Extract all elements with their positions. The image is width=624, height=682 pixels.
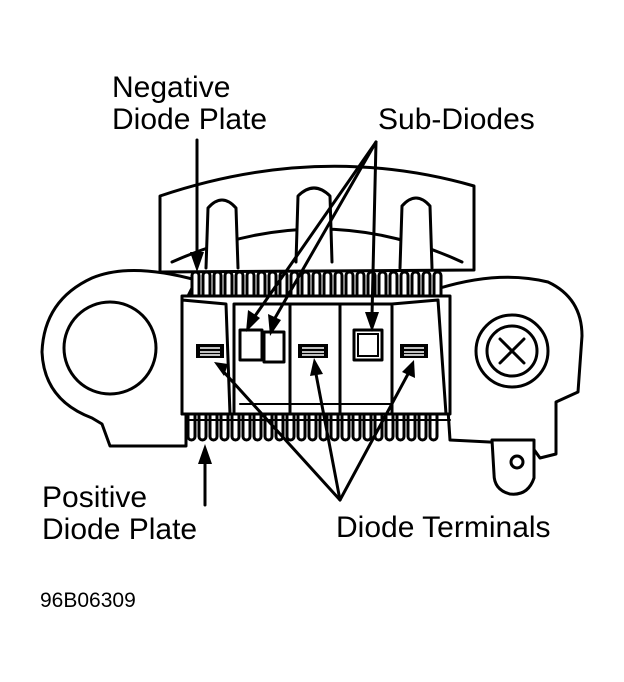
arrow-head bbox=[246, 310, 260, 332]
arrow-head bbox=[402, 360, 415, 378]
positive-plate-label-line1: Positive bbox=[42, 481, 148, 514]
diode-terminals bbox=[196, 344, 428, 358]
positive-plate-fins bbox=[186, 410, 439, 442]
rectifier-housing-back bbox=[158, 164, 476, 274]
sub-diodes bbox=[238, 328, 384, 364]
heat-sink-fin bbox=[428, 410, 439, 442]
heat-sink-fin bbox=[351, 410, 362, 442]
diode-terminals-label: Diode Terminals bbox=[336, 511, 551, 544]
sub-diode-leader bbox=[273, 140, 378, 320]
arrow-head bbox=[365, 312, 379, 332]
heat-sink-fin bbox=[252, 410, 263, 442]
terminal-leader bbox=[314, 372, 342, 502]
right-mounting-ear bbox=[438, 275, 584, 496]
heat-sink-fin bbox=[285, 410, 296, 442]
arrow-head bbox=[190, 252, 204, 272]
heat-sink-fin bbox=[395, 410, 406, 442]
heat-sink-fin bbox=[307, 410, 318, 442]
negative-plate-label: Negative Diode Plate bbox=[112, 72, 267, 136]
arrow-head bbox=[310, 358, 323, 376]
sub-diodes-label: Sub-Diodes bbox=[378, 103, 535, 136]
leader-lines bbox=[190, 138, 415, 507]
diode-terminal bbox=[400, 344, 428, 358]
sub-diode-leader bbox=[253, 140, 378, 318]
positive-plate-label-line2: Diode Plate bbox=[42, 513, 198, 546]
heat-sink-fin bbox=[296, 410, 307, 442]
diode-block bbox=[288, 302, 342, 416]
heat-sink-fin bbox=[186, 410, 197, 442]
arrow-head bbox=[268, 314, 281, 336]
terminal-leader bbox=[220, 368, 342, 502]
heat-sink-fin bbox=[417, 410, 428, 442]
positive-plate-label: Positive Diode Plate bbox=[42, 482, 197, 546]
diode-terminal bbox=[196, 344, 224, 358]
heat-sink-fin bbox=[406, 410, 417, 442]
mounting-hole bbox=[62, 300, 158, 396]
sub-diode bbox=[262, 330, 286, 364]
left-mounting-ear bbox=[40, 268, 198, 448]
figure-id: 96B06309 bbox=[40, 589, 136, 612]
heat-sink-fin bbox=[208, 410, 219, 442]
sub-diode bbox=[238, 328, 264, 362]
heat-sink-fin bbox=[329, 410, 340, 442]
heat-sink-fin bbox=[241, 410, 252, 442]
negative-plate-label-line2: Diode Plate bbox=[112, 103, 268, 136]
heat-sink-fin bbox=[362, 410, 373, 442]
heat-sink-fin bbox=[340, 410, 351, 442]
terminal-leader bbox=[338, 372, 410, 502]
heat-sink-fin bbox=[219, 410, 230, 442]
diode-terminal bbox=[298, 344, 328, 358]
heat-sink-fin bbox=[384, 410, 395, 442]
negative-plate-label-line1: Negative bbox=[112, 71, 231, 104]
heat-sink-fin bbox=[230, 410, 241, 442]
heat-sink-fin bbox=[197, 410, 208, 442]
arrow-head bbox=[214, 362, 228, 376]
arrow-head bbox=[198, 444, 212, 464]
sub-diode-leader bbox=[370, 140, 378, 318]
